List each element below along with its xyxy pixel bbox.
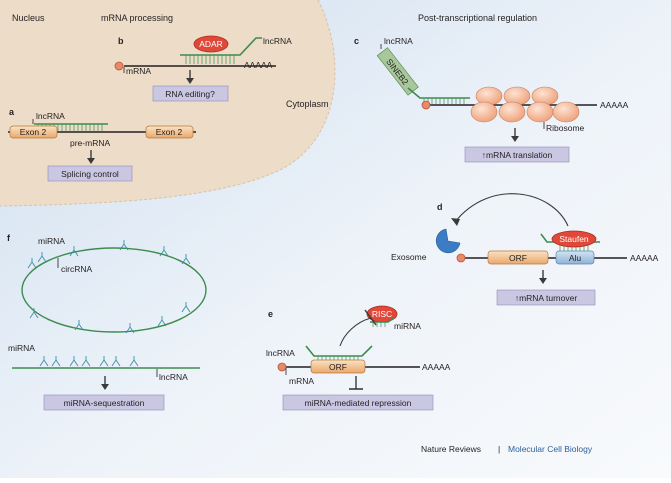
outcome-box-repression [282,394,434,411]
adar-protein [193,35,229,53]
inhibition-bar-icon [364,309,377,326]
alu-element [555,250,595,265]
footer-separator: | [498,444,500,454]
down-arrow-icon [539,278,547,284]
mirna-label: miRNA [394,321,421,331]
post-transcriptional-header: Post-transcriptional regulation [418,13,537,23]
cytoplasm-label: Cytoplasm [286,99,329,109]
polya-tail: AAAAA [422,362,451,372]
mrna-label: mRNA [126,66,151,76]
panel-d-letter: d [437,202,443,212]
panel-e-letter: e [268,309,273,319]
outcome-mirna-sequestration: miRNA-sequestration [64,398,145,408]
exosome-icon [435,228,461,254]
footer-credit: Nature Reviews | Molecular Cell Biology [421,444,593,454]
polya-tail: AAAAA [630,253,659,263]
down-arrow-icon [101,384,109,390]
exosome-label: Exosome [391,252,427,262]
mrna-cap-icon [421,100,431,110]
panel-d: d Exosome ORF Alu AAAAA Staufen ↑mRNA tu… [391,193,659,306]
outcome-box-sequestration [43,394,165,411]
bound-mirnas-circ [27,240,191,334]
journal-name: Nature Reviews [421,444,481,454]
exon-right-label: Exon 2 [156,127,183,137]
panel-e: e RISC miRNA lncRNA ORF AAAAA mRNA miRNA… [266,305,451,411]
polya-tail: AAAAA [600,100,629,110]
nucleus-region [0,0,335,206]
outcome-splicing-control: Splicing control [61,169,119,179]
panel-c-letter: c [354,36,359,46]
arrow-head-icon [451,218,460,226]
mrna-cap-icon [456,253,466,263]
journal-section: Molecular Cell Biology [508,444,593,454]
panel-a-letter: a [9,107,15,117]
outcome-mirna-repression: miRNA-mediated repression [305,398,412,408]
staufen-label: Staufen [559,234,589,244]
panel-f-letter: f [7,233,11,243]
lncrna-label: lncRNA [263,36,292,46]
mirna-label-bottom: miRNA [8,343,35,353]
lncrna-label: lncRNA [266,348,295,358]
mrna-processing-header: mRNA processing [101,13,173,23]
bound-mirnas-linear [39,356,139,367]
orf-region [310,359,366,374]
polya-tail: AAAAA [244,60,273,70]
ribosome-label: Ribosome [546,123,585,133]
inhibition-line [339,317,372,347]
recruitment-arrow [454,193,569,227]
base-pairing [185,55,235,64]
mrna-cap-icon [114,61,124,71]
outcome-box-translation [464,146,570,163]
adar-label: ADAR [199,39,223,49]
panel-b: b mRNA AAAAA lncRNA ADAR RNA editing? [114,35,292,102]
ribosome-cluster [470,86,580,123]
exon-right [145,125,194,139]
nucleus-label: Nucleus [12,13,45,23]
orf-label: ORF [329,362,347,372]
outcome-rna-editing: RNA editing? [165,89,215,99]
circrna-ring [21,247,207,333]
outcome-box-editing [152,85,229,102]
panel-c: c lncRNA SINEB2 AAAAA Ribosome ↑mRNA tra… [354,36,629,163]
orf-region [487,250,549,265]
risc-label: RISC [372,309,392,319]
orf-label: ORF [509,253,527,263]
mrna-cap-icon [277,362,287,372]
down-arrow-icon [87,158,95,164]
exon-left [9,125,58,139]
outcome-mrna-turnover: ↑mRNA turnover [515,293,578,303]
down-arrow-icon [511,136,519,142]
outcome-box-splicing [47,165,133,182]
lncrna-label: lncRNA [36,111,65,121]
outcome-mrna-translation: ↑mRNA translation [482,150,553,160]
lncrna-strand [407,87,470,99]
mrna-label: mRNA [289,376,314,386]
panel-a: a lncRNA Exon 2 Exon 2 pre-mRNA Splicing… [8,107,196,182]
nuclear-envelope [0,0,336,207]
mirna-strand [370,317,395,323]
lncrna-label: lncRNA [159,372,188,382]
circrna-label: circRNA [61,264,92,274]
alu-label: Alu [569,253,582,263]
down-arrow-icon [186,78,194,84]
staufen-protein [551,230,597,248]
lncrna-label: lncRNA [384,36,413,46]
outcome-box-turnover [496,289,596,306]
mirna-label-top: miRNA [38,236,65,246]
panel-f: f miRNA circRNA miRNA lncRNA [7,233,207,411]
exon-left-label: Exon 2 [20,127,47,137]
panel-b-letter: b [118,36,124,46]
pre-mrna-label: pre-mRNA [70,138,110,148]
